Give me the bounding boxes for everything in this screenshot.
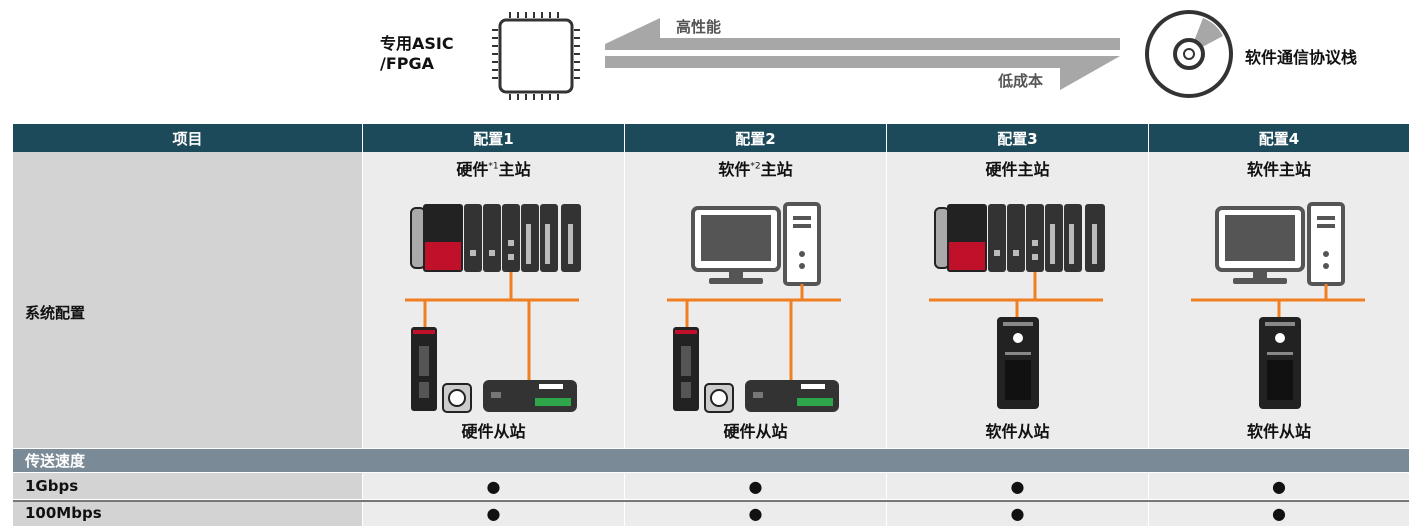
config-4-master-caption: 软件主站 [1246, 160, 1311, 179]
config-table: 项目 配置1 配置2 配置3 配置4 系统配置 [13, 124, 1409, 526]
speed-row-100mbps: 100Mbps ● ● ● ● [13, 499, 1409, 526]
speed-label: 1Gbps [13, 473, 362, 499]
table-header-row: 项目 配置1 配置2 配置3 配置4 [13, 124, 1409, 152]
config-4-slave-caption: 软件从站 [1246, 422, 1311, 441]
speed-mark: ● [1148, 473, 1409, 499]
header-config-2: 配置2 [624, 124, 886, 152]
legend: 专用ASIC /FPGA 高性能 低成本 软件通信协议栈 [0, 0, 1422, 118]
header-config-4: 配置4 [1148, 124, 1409, 152]
speed-section-label: 传送速度 [25, 452, 86, 470]
header-config-3: 配置3 [886, 124, 1148, 152]
motor-icon [442, 383, 472, 413]
io-module-icon [745, 380, 839, 412]
table-bottom-rule [13, 500, 1409, 502]
chip-icon [492, 12, 580, 100]
speed-mark: ● [1148, 500, 1409, 526]
config-1-cell: 硬件*1主站 硬件从站 [362, 152, 624, 448]
header-item: 项目 [172, 129, 203, 148]
speed-mark: ● [362, 473, 624, 499]
industrial-pc-icon [1259, 317, 1301, 409]
plc-icon [410, 204, 581, 272]
config-3-master-caption: 硬件主站 [985, 160, 1050, 179]
config-2-master-caption: 软件*2主站 [718, 160, 793, 179]
config-3-diagram [929, 204, 1105, 409]
speed-section-row: 传送速度 [13, 448, 1409, 472]
config-3-slave-caption: 软件从站 [985, 422, 1050, 441]
speed-label: 100Mbps [13, 500, 362, 526]
config-3-cell: 硬件主站 软件从站 [886, 152, 1148, 448]
cd-icon [1145, 10, 1233, 98]
network-line [667, 284, 841, 382]
speed-mark: ● [362, 500, 624, 526]
config-1-slave-caption: 硬件从站 [461, 422, 526, 441]
system-config-label-cell: 系统配置 [13, 152, 362, 448]
speed-mark: ● [886, 473, 1148, 499]
high-performance-label: 高性能 [676, 18, 722, 36]
io-module-icon [483, 380, 577, 412]
servo-drive-icon [673, 327, 699, 411]
software-stack-label: 软件通信协议栈 [1245, 48, 1358, 67]
speed-mark: ● [886, 500, 1148, 526]
pc-icon [691, 202, 821, 286]
config-4-cell: 软件主站 软件从站 [1148, 152, 1409, 448]
system-config-row: 系统配置 [13, 152, 1409, 448]
header-config-1: 配置1 [362, 124, 624, 152]
network-line [405, 272, 579, 382]
asic-fpga-label: 专用ASIC /FPGA [380, 34, 454, 73]
pc-icon [1215, 202, 1345, 286]
tradeoff-arrows [605, 18, 1120, 90]
network-line [1191, 284, 1365, 317]
speed-row-1gbps: 1Gbps ● ● ● ● [13, 472, 1409, 499]
config-2-cell: 软件*2主站 硬件从站 [624, 152, 886, 448]
config-4-diagram [1191, 202, 1365, 409]
low-cost-label: 低成本 [998, 72, 1044, 90]
speed-mark: ● [624, 500, 886, 526]
system-config-label: 系统配置 [25, 304, 86, 322]
speed-mark: ● [624, 473, 886, 499]
industrial-pc-icon [997, 317, 1039, 409]
network-line [929, 272, 1103, 317]
high-performance-arrow [605, 18, 1120, 50]
plc-icon [934, 204, 1105, 272]
config-1-diagram [405, 204, 581, 413]
config-2-slave-caption: 硬件从站 [723, 422, 788, 441]
servo-drive-icon [411, 327, 437, 411]
config-1-master-caption: 硬件*1主站 [456, 160, 531, 179]
motor-icon [704, 383, 734, 413]
config-2-diagram [667, 202, 841, 413]
